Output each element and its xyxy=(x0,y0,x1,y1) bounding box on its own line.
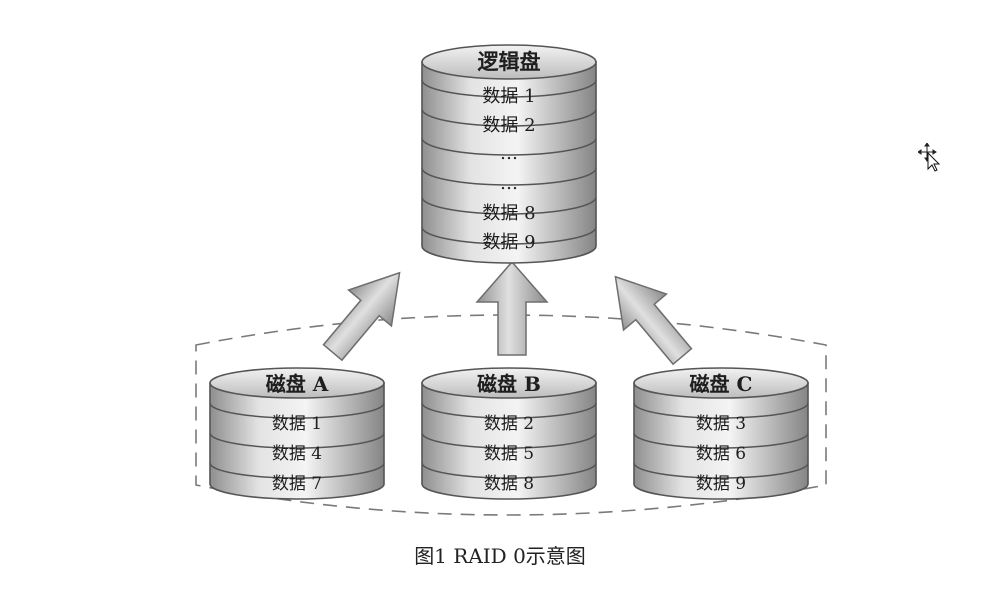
disk-b: 磁盘 B 数据 2 数据 5 数据 8 xyxy=(421,367,597,500)
up-arrow-icon xyxy=(614,275,693,366)
disk-a: 磁盘 A 数据 1 数据 4 数据 7 xyxy=(209,367,385,500)
disk-row: 数据 6 xyxy=(696,444,746,464)
logical-disk-title: 逻辑盘 xyxy=(478,49,541,74)
logical-disk-row: 数据 8 xyxy=(482,203,535,224)
disk-row: 数据 1 xyxy=(272,414,322,434)
logical-disk-row: … xyxy=(500,173,518,194)
disk-title: 磁盘 A xyxy=(266,372,329,396)
disk-row: 数据 8 xyxy=(484,474,534,494)
logical-disk-row: 数据 2 xyxy=(482,115,535,136)
disk-row: 数据 2 xyxy=(484,414,534,434)
logical-disk-row: 数据 1 xyxy=(482,86,535,107)
disk-c: 磁盘 C 数据 3 数据 6 数据 9 xyxy=(633,367,809,500)
disk-title: 磁盘 B xyxy=(477,372,541,396)
logical-disk: 逻辑盘 数据 1 数据 2 … … 数据 8 数据 9 xyxy=(421,44,597,264)
up-arrow-icon xyxy=(322,271,401,362)
logical-disk-row: 数据 9 xyxy=(482,232,535,253)
disk-row: 数据 3 xyxy=(696,414,746,434)
up-arrow-icon xyxy=(475,260,549,356)
disk-row: 数据 7 xyxy=(272,474,322,494)
figure-caption: 图1 RAID 0示意图 xyxy=(414,544,586,568)
logical-disk-row: … xyxy=(500,143,518,164)
disk-title: 磁盘 C xyxy=(690,372,753,396)
disk-row: 数据 9 xyxy=(696,474,746,494)
disk-row: 数据 5 xyxy=(484,444,534,464)
disk-group-boundary xyxy=(195,314,827,516)
move-cursor-icon xyxy=(918,143,941,172)
disk-row: 数据 4 xyxy=(272,444,322,464)
